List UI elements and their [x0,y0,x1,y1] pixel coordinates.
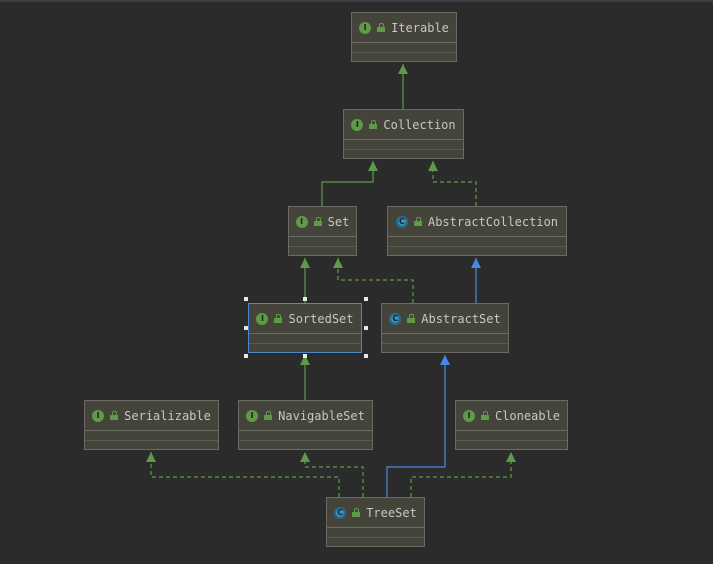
resize-handle[interactable] [244,354,248,358]
node-divider [388,246,566,247]
public-lock-icon [480,411,489,420]
node-cloneable[interactable]: I Cloneable [455,400,568,450]
node-label: SortedSet [288,311,354,326]
arrowhead-icon [428,161,438,171]
node-divider [249,333,361,334]
edge-navigable-set-to-sorted-set[interactable] [300,355,310,400]
node-label: AbstractSet [421,311,501,326]
node-label: Set [327,214,350,229]
public-lock-icon [369,120,378,129]
resize-handle[interactable] [364,326,368,330]
resize-handle[interactable] [364,354,368,358]
node-abstract-collection[interactable]: C AbstractCollection [387,206,567,256]
node-label: TreeSet [366,505,417,520]
node-divider [85,430,218,431]
node-label: Iterable [391,20,449,35]
public-lock-icon [264,411,273,420]
arrowhead-icon [300,355,310,365]
edge-tree-set-to-cloneable[interactable] [410,452,516,497]
node-label: Serializable [124,408,211,423]
interface-icon: I [246,409,259,422]
edge-collection-to-iterable[interactable] [398,64,408,109]
node-divider [352,52,456,53]
class-icon: C [334,506,347,519]
edge-tree-set-to-abstract-set[interactable] [386,355,450,497]
edge-sorted-set-to-set[interactable] [300,258,310,303]
node-divider [239,440,372,441]
window-top-border [0,0,713,2]
node-divider [327,527,424,528]
node-divider [327,537,424,538]
node-divider [344,149,463,150]
node-divider [344,139,463,140]
node-sorted-set[interactable]: I SortedSet [248,303,362,353]
node-divider [85,440,218,441]
abstract-class-icon: C [395,215,408,228]
resize-handle[interactable] [303,297,307,301]
node-divider [382,333,508,334]
node-divider [382,343,508,344]
arrowhead-icon [368,161,378,171]
arrowhead-icon [471,258,481,268]
edge-set-to-collection[interactable] [321,161,378,206]
resize-handle[interactable] [244,326,248,330]
node-label: AbstractCollection [427,214,559,229]
edge-tree-set-to-navigable-set[interactable] [300,452,364,497]
abstract-class-icon: C [389,312,402,325]
arrowhead-icon [146,452,156,462]
node-abstract-set[interactable]: C AbstractSet [381,303,509,353]
public-lock-icon [377,23,386,32]
public-lock-icon [413,217,422,226]
interface-icon: I [359,21,372,34]
interface-icon: I [295,215,308,228]
node-iterable[interactable]: I Iterable [351,12,457,62]
arrowhead-icon [333,258,343,268]
interface-icon: I [462,409,475,422]
node-label: Collection [383,117,456,132]
interface-icon: I [256,312,269,325]
node-set[interactable]: I Set [288,206,357,256]
interface-icon: I [351,118,364,131]
arrowhead-icon [440,355,450,365]
public-lock-icon [274,314,283,323]
node-divider [456,440,567,441]
resize-handle[interactable] [303,354,307,358]
node-label: Cloneable [494,408,561,423]
public-lock-icon [313,217,322,226]
edge-tree-set-to-serializable[interactable] [146,452,340,497]
public-lock-icon [407,314,416,323]
node-divider [289,236,356,237]
node-navigable-set[interactable]: I NavigableSet [238,400,373,450]
node-collection[interactable]: I Collection [343,109,464,159]
interface-icon: I [92,409,105,422]
arrowhead-icon [300,258,310,268]
node-serializable[interactable]: I Serializable [84,400,219,450]
node-label: NavigableSet [278,408,365,423]
node-divider [456,430,567,431]
node-tree-set[interactable]: C TreeSet [326,497,425,547]
node-divider [289,246,356,247]
resize-handle[interactable] [364,297,368,301]
arrowhead-icon [300,452,310,462]
edge-abstract-set-to-set[interactable] [333,258,414,303]
edge-abstract-collection-to-collection[interactable] [428,161,477,206]
node-divider [239,430,372,431]
arrowhead-icon [506,452,516,462]
arrowhead-icon [398,64,408,74]
edge-abstract-set-to-abstract-collection[interactable] [471,258,481,303]
resize-handle[interactable] [244,297,248,301]
public-lock-icon [352,508,361,517]
public-lock-icon [110,411,119,420]
node-divider [388,236,566,237]
node-divider [352,42,456,43]
node-divider [249,343,361,344]
